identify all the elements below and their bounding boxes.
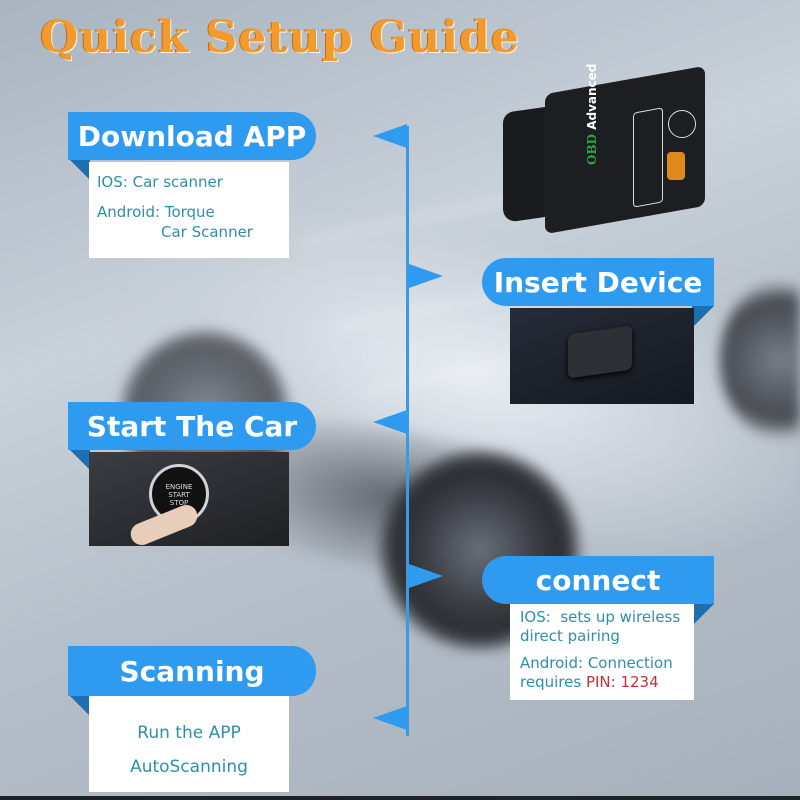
step-title: Scanning [68, 646, 316, 696]
start-stop-photo: ENGINE START STOP [89, 452, 289, 546]
android-line-2: requires PIN: 1234 [520, 673, 659, 691]
obd-body [545, 65, 705, 235]
timeline-flag-download [373, 124, 407, 148]
timeline-flag-connect [409, 564, 443, 588]
autoscanning-line: AutoScanning [130, 757, 248, 777]
step-panel: Run the APP AutoScanning [89, 696, 289, 792]
step-title: connect [482, 556, 714, 604]
obd-device-image: OBD Advanced [495, 64, 715, 235]
ios-line-2: direct pairing [520, 627, 620, 645]
page-title: Quick Setup Guide [40, 12, 520, 63]
ios-line: IOS: sets up wireless [520, 608, 681, 626]
step-panel: IOS: Car scanner Android: Torque Car Sca… [89, 162, 289, 258]
step-title: Download APP [68, 112, 316, 160]
engine-icon [667, 152, 685, 180]
timeline-flag-scanning [373, 706, 407, 730]
step-panel: IOS: sets up wireless direct pairing And… [510, 604, 694, 700]
android-line-2: Car Scanner [161, 223, 253, 241]
pin-code: PIN: 1234 [585, 673, 659, 691]
timeline-flag-start [373, 410, 407, 434]
ios-line: IOS: Car scanner [97, 173, 223, 191]
step-title: Start The Car [68, 402, 316, 450]
timeline-flag-insert [409, 264, 443, 288]
device-label: OBD Advanced [585, 63, 599, 165]
run-app-line: Run the APP [137, 723, 241, 743]
android-line: Android: Connection [520, 654, 673, 672]
timeline-line [406, 126, 409, 736]
bottom-border [0, 796, 800, 800]
plugged-device [568, 325, 632, 379]
insert-device-photo [510, 308, 694, 404]
led-window [633, 107, 663, 208]
android-line: Android: Torque [97, 203, 215, 221]
gauge-icon [668, 110, 696, 138]
step-title: Insert Device [482, 258, 714, 306]
